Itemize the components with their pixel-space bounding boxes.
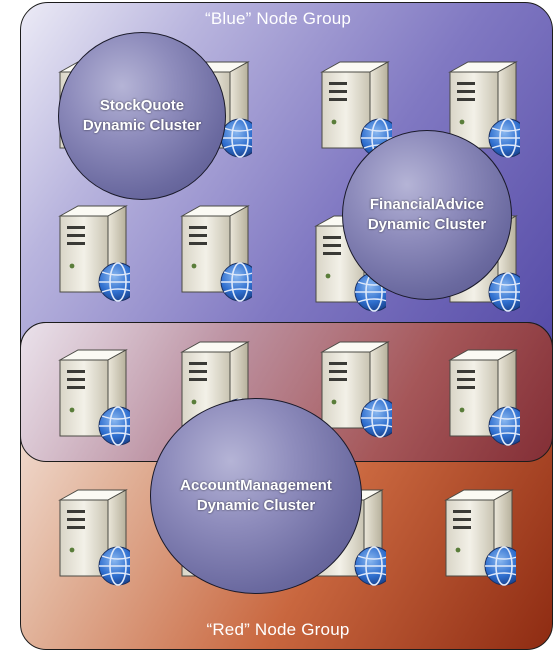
server-icon	[56, 484, 130, 588]
server-icon	[56, 200, 130, 304]
server-icon	[446, 344, 520, 448]
blue-node-group-label: “Blue” Node Group	[204, 9, 352, 28]
red-node-group-label: “Red” Node Group	[206, 620, 350, 639]
server-icon	[56, 344, 130, 448]
server-icon	[178, 200, 252, 304]
server-icon	[442, 484, 516, 588]
